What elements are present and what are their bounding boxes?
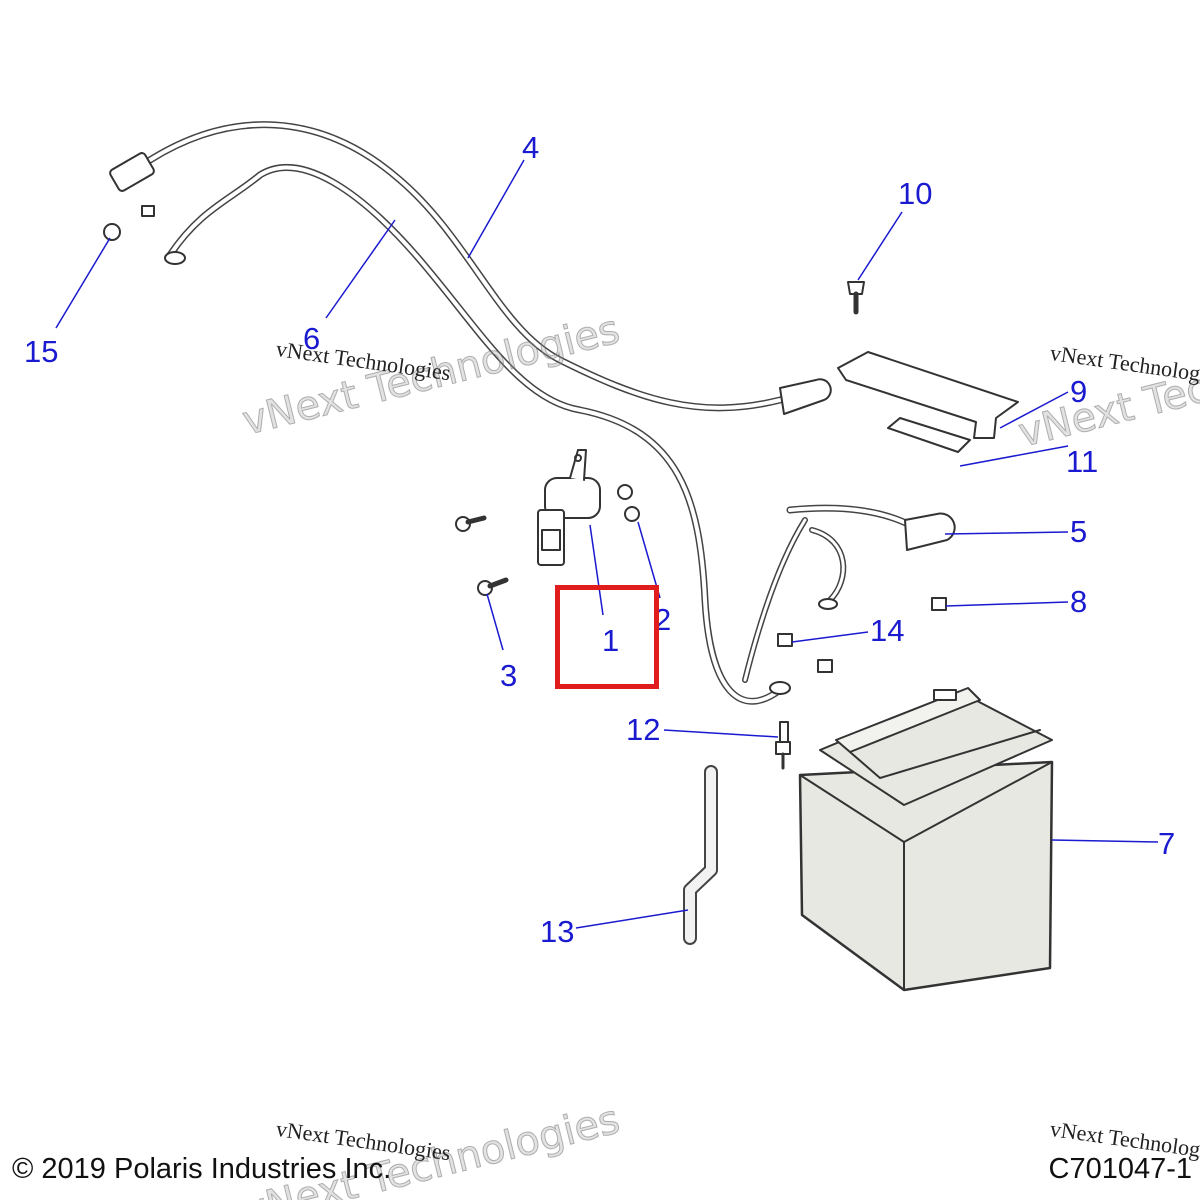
callout-7[interactable]: 7 [1158, 826, 1176, 861]
nut-15 [103, 223, 121, 241]
leader-9 [999, 391, 1069, 429]
bolt-3b [477, 577, 509, 596]
callout-4[interactable]: 4 [522, 130, 540, 165]
callout-6[interactable]: 6 [303, 321, 321, 356]
leader-7 [1051, 839, 1159, 843]
callout-12[interactable]: 12 [626, 712, 661, 747]
nut-2b [624, 506, 640, 522]
leader-13 [575, 909, 689, 929]
leader-1 [589, 524, 604, 616]
callout-14[interactable]: 14 [870, 613, 905, 648]
callout-8[interactable]: 8 [1070, 584, 1088, 619]
bolt-3a [455, 515, 487, 532]
leader-8 [945, 601, 1069, 607]
leader-14 [791, 631, 869, 643]
leader-15 [55, 237, 111, 329]
boot-4b [779, 378, 832, 415]
callout-5[interactable]: 5 [1070, 514, 1088, 549]
leader-6 [325, 219, 396, 319]
leader-3 [486, 593, 504, 651]
leader-12 [663, 729, 779, 738]
callout-9[interactable]: 9 [1070, 374, 1088, 409]
ring-terminal-6 [164, 251, 186, 265]
battery-7 [798, 687, 1054, 992]
nut-8 [931, 597, 947, 611]
terminal-4a [109, 152, 155, 192]
nut-15b [141, 205, 155, 217]
boot-5 [904, 512, 956, 551]
callout-11[interactable]: 11 [1066, 444, 1099, 479]
callout-1[interactable]: 1 [602, 623, 620, 658]
leader-11 [959, 445, 1069, 467]
ring-terminal-6b [769, 681, 791, 695]
nut-14 [777, 633, 793, 647]
nut-2a [617, 484, 633, 500]
highlight-box [555, 585, 659, 689]
pad-11 [887, 417, 971, 453]
solenoid-1 [537, 449, 601, 566]
callout-13[interactable]: 13 [540, 914, 575, 949]
leader-10 [857, 211, 903, 281]
callout-15[interactable]: 15 [24, 334, 59, 369]
leader-4 [467, 159, 525, 259]
leader-5 [944, 531, 1069, 535]
nut-14b [817, 659, 833, 673]
diagram-code: C701047-1 [1048, 1153, 1193, 1185]
bolt-10 [847, 281, 865, 315]
callout-3[interactable]: 3 [500, 658, 518, 693]
copyright-text: © 2019 Polaris Industries Inc. [12, 1153, 392, 1185]
bolt-12 [775, 721, 791, 770]
bracket-9 [837, 351, 1019, 439]
callout-10[interactable]: 10 [898, 176, 933, 211]
